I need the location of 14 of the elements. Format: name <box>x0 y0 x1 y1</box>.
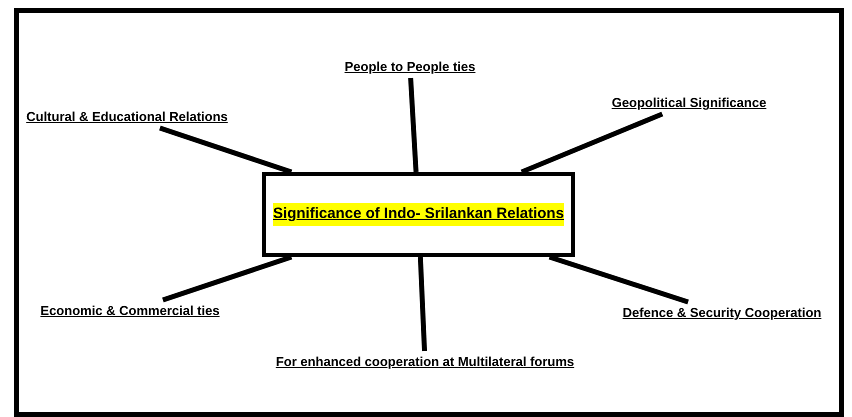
topic-label: People to People ties <box>344 58 476 76</box>
connector-line <box>408 78 419 172</box>
connector-line <box>548 254 689 304</box>
topic-label: Geopolitical Significance <box>612 94 766 112</box>
connector-line <box>520 112 664 174</box>
topic-label: Economic & Commercial ties <box>40 302 220 320</box>
topic-label: Defence & Security Cooperation <box>622 304 822 322</box>
highlighted-title: Significance of Indo- Srilankan Relations <box>273 203 564 226</box>
central-box <box>262 172 575 257</box>
connector-line <box>418 256 428 352</box>
connector-line <box>162 254 292 302</box>
topic-label: Cultural & Educational Relations <box>26 108 228 126</box>
topic-label: For enhanced cooperation at Multilateral forums <box>276 353 574 372</box>
connector-line <box>159 126 292 174</box>
